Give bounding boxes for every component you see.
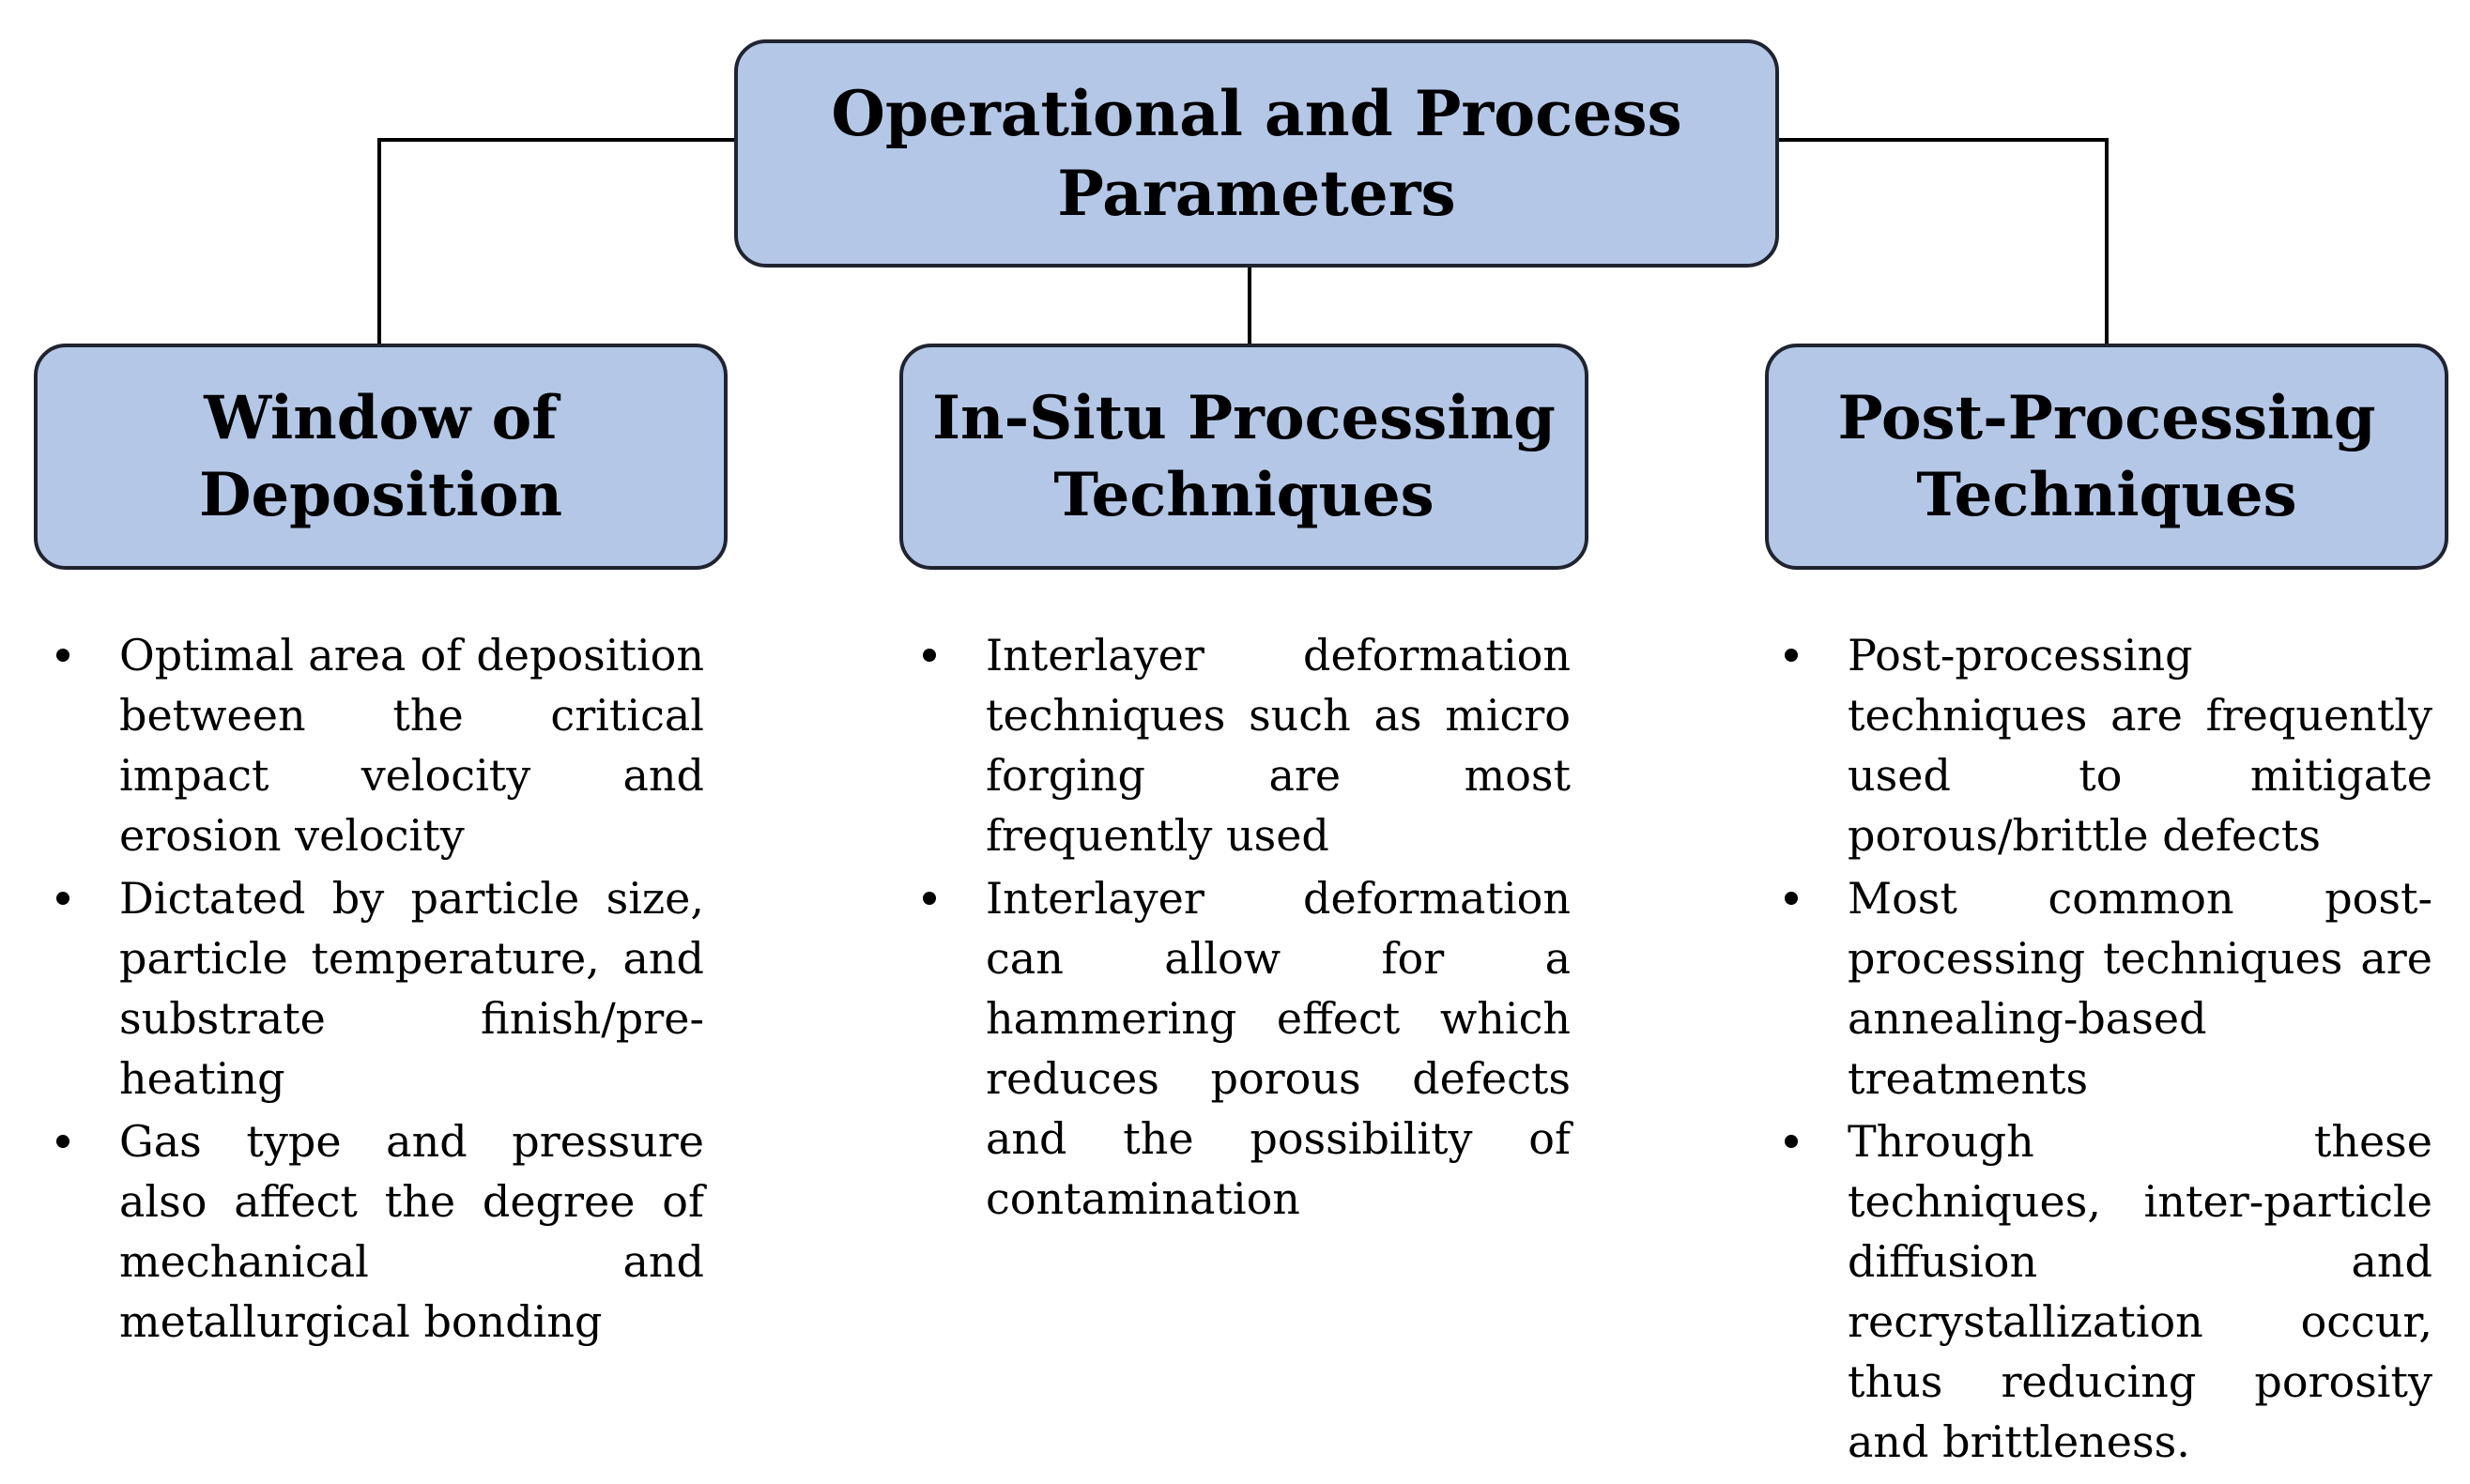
- bullet-icon: [56, 892, 69, 905]
- bullet-list-in-situ-processing: Interlayer deformation techniques such a…: [913, 625, 1571, 1232]
- branch-box-in-situ-processing: In-Situ Processing Techniques: [899, 344, 1588, 570]
- list-item: Interlayer deformation techniques such a…: [913, 625, 1571, 865]
- list-item: Most common post-processing techniques a…: [1775, 868, 2432, 1109]
- bullet-icon: [56, 649, 69, 662]
- root-box-operational-parameters: Operational and Process Parameters: [734, 39, 1779, 268]
- bullet-icon: [56, 1135, 69, 1148]
- bullet-text: Most common post-processing techniques a…: [1848, 873, 2432, 1104]
- bullet-text: Through these techniques, inter-particle…: [1848, 1116, 2432, 1467]
- bullet-icon: [1785, 649, 1798, 662]
- bullet-text: Interlayer deformation can allow for a h…: [986, 873, 1571, 1224]
- bullet-text: Post-processing techniques are frequentl…: [1848, 630, 2432, 861]
- connector-line-left-horizontal: [377, 138, 738, 142]
- connector-line-left-vertical: [377, 138, 381, 345]
- branch-box-title: In-Situ Processing Techniques: [932, 382, 1556, 530]
- list-item: Dictated by particle size, particle temp…: [47, 868, 704, 1109]
- bullet-icon: [1785, 1135, 1798, 1148]
- connector-line-right-vertical: [2105, 138, 2109, 345]
- bullet-icon: [923, 649, 936, 662]
- list-item: Interlayer deformation can allow for a h…: [913, 868, 1571, 1229]
- root-box-title: Operational and Process Parameters: [831, 77, 1682, 230]
- list-item: Through these techniques, inter-particle…: [1775, 1111, 2432, 1472]
- bullet-text: Gas type and pressure also affect the de…: [119, 1116, 704, 1347]
- bullet-icon: [1785, 892, 1798, 905]
- branch-box-title: Window of Deposition: [198, 382, 563, 530]
- list-item: Gas type and pressure also affect the de…: [47, 1111, 704, 1352]
- bullet-text: Optimal area of deposition between the c…: [119, 630, 704, 861]
- bullet-list-window-of-deposition: Optimal area of deposition between the c…: [47, 625, 704, 1354]
- connector-line-center-vertical: [1248, 264, 1251, 345]
- bullet-text: Dictated by particle size, particle temp…: [119, 873, 704, 1104]
- list-item: Post-processing techniques are frequentl…: [1775, 625, 2432, 865]
- branch-box-post-processing: Post-Processing Techniques: [1765, 344, 2448, 570]
- bullet-list-post-processing: Post-processing techniques are frequentl…: [1775, 625, 2432, 1475]
- list-item: Optimal area of deposition between the c…: [47, 625, 704, 865]
- branch-box-window-of-deposition: Window of Deposition: [34, 344, 728, 570]
- connector-line-right-horizontal: [1775, 138, 2109, 142]
- bullet-text: Interlayer deformation techniques such a…: [986, 630, 1571, 861]
- bullet-icon: [923, 892, 936, 905]
- branch-box-title: Post-Processing Techniques: [1837, 382, 2376, 530]
